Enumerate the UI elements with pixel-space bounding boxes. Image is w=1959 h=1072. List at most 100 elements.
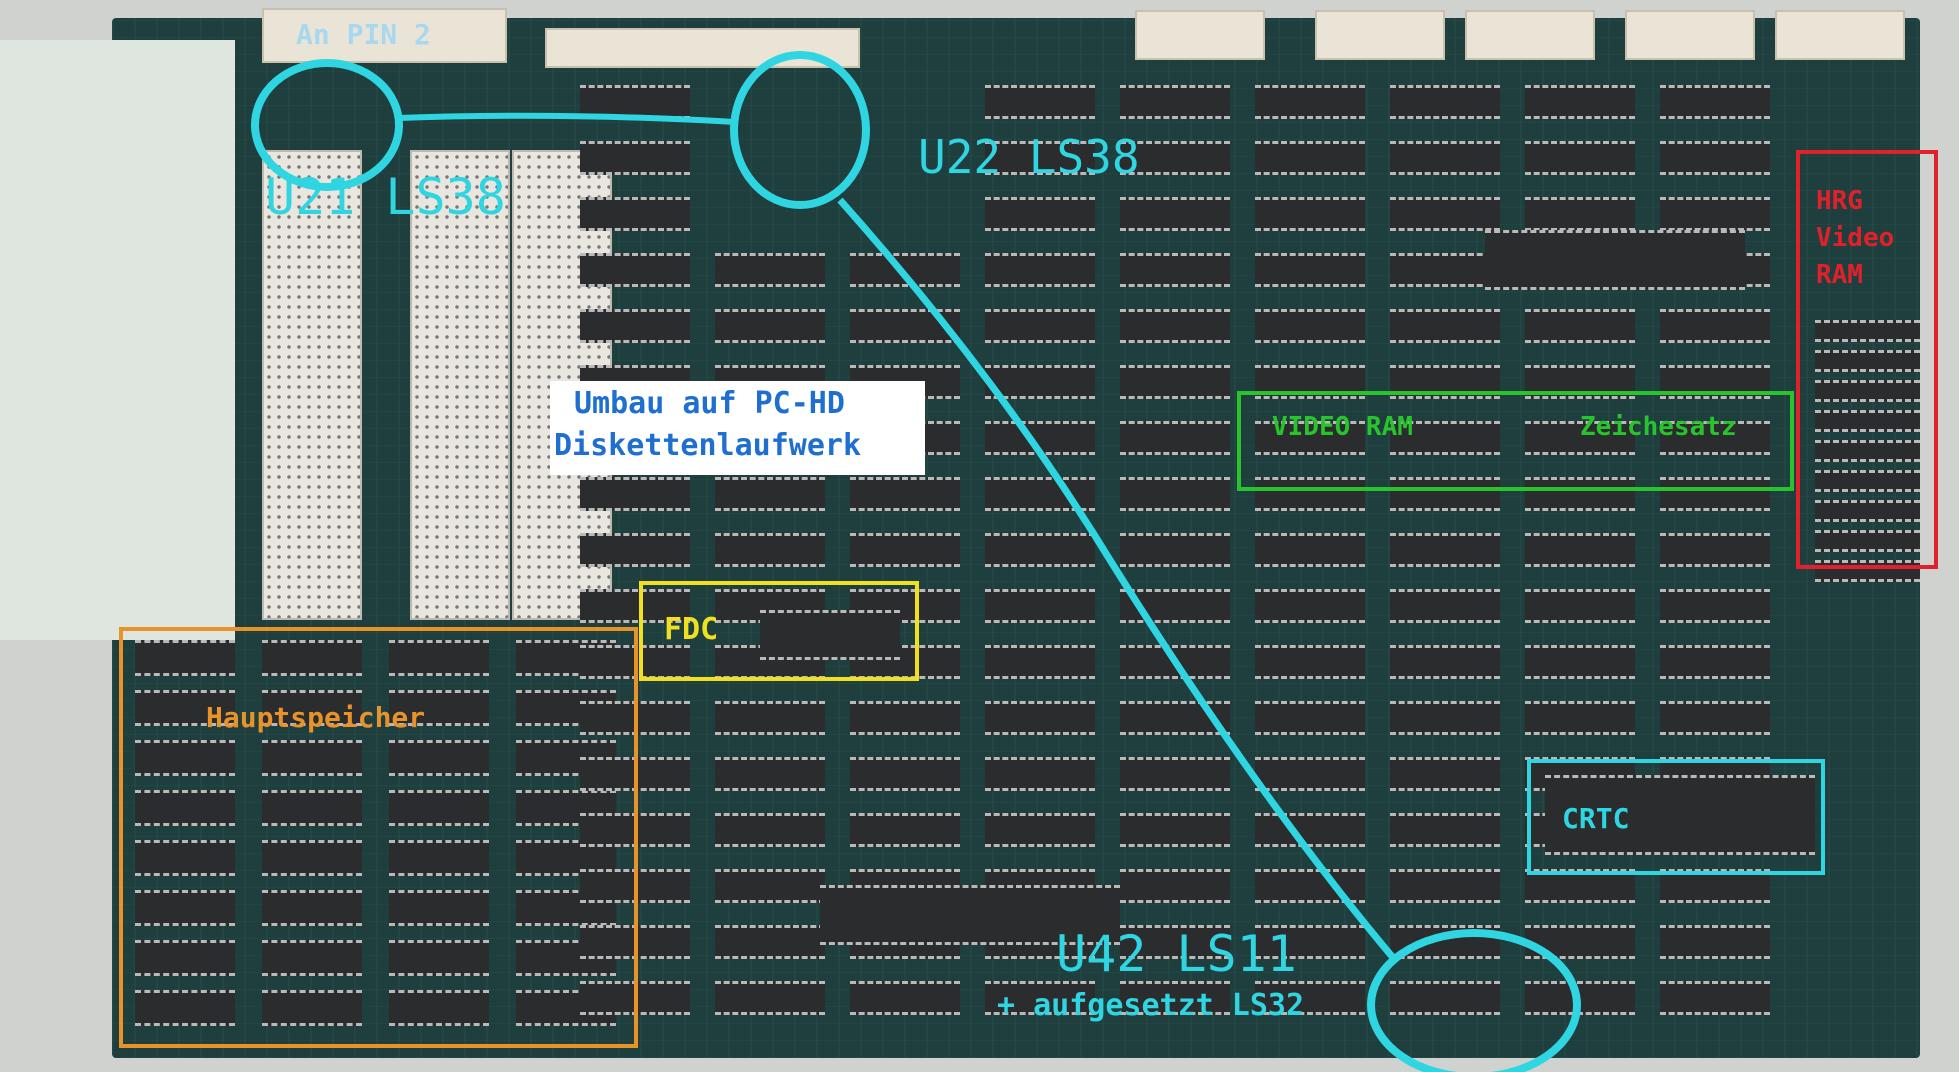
logic-chip bbox=[1390, 813, 1500, 847]
u22-label: U22 LS38 bbox=[918, 130, 1140, 184]
ribbon-connector bbox=[1465, 10, 1595, 60]
ram-chip bbox=[262, 940, 362, 976]
logic-chip bbox=[1255, 533, 1365, 567]
logic-chip bbox=[580, 309, 690, 343]
logic-chip bbox=[1660, 589, 1770, 623]
ram-chip bbox=[135, 640, 235, 676]
logic-chip bbox=[1255, 589, 1365, 623]
logic-chip bbox=[580, 589, 690, 623]
ram-chip bbox=[135, 990, 235, 1026]
logic-chip bbox=[985, 981, 1095, 1015]
ram-chip bbox=[389, 940, 489, 976]
logic-chip bbox=[850, 813, 960, 847]
hrg-label-line2: Video bbox=[1816, 223, 1895, 253]
logic-chip bbox=[1660, 421, 1770, 455]
ram-chip bbox=[262, 990, 362, 1026]
logic-chip bbox=[850, 253, 960, 287]
ram-chip bbox=[135, 790, 235, 826]
main-memory-box bbox=[119, 627, 638, 1048]
hrg-ram-chip bbox=[1815, 410, 1920, 432]
logic-chip bbox=[1120, 365, 1230, 399]
logic-chip bbox=[715, 701, 825, 735]
ram-chip bbox=[135, 740, 235, 776]
ram-chip bbox=[389, 690, 489, 726]
u22-circle bbox=[730, 51, 870, 209]
ram-chip bbox=[135, 690, 235, 726]
logic-chip bbox=[985, 757, 1095, 791]
logic-chip bbox=[1660, 85, 1770, 119]
hrg-ram-chip bbox=[1815, 380, 1920, 402]
u42-circle bbox=[1367, 929, 1581, 1072]
logic-chip bbox=[1660, 141, 1770, 175]
logic-chip bbox=[1120, 421, 1230, 455]
logic-chip bbox=[1525, 141, 1635, 175]
logic-chip bbox=[1120, 981, 1230, 1015]
u21-label: U21 LS38 bbox=[265, 168, 506, 226]
logic-chip bbox=[850, 981, 960, 1015]
logic-chip bbox=[985, 813, 1095, 847]
logic-chip bbox=[1255, 925, 1365, 959]
logic-chip bbox=[1660, 701, 1770, 735]
fdc-box bbox=[639, 581, 919, 681]
logic-chip bbox=[1255, 477, 1365, 511]
logic-chip bbox=[1525, 533, 1635, 567]
logic-chip bbox=[1120, 197, 1230, 231]
ribbon-connector bbox=[1315, 10, 1445, 60]
fdc-chip bbox=[760, 610, 900, 660]
conversion-note-panel bbox=[550, 381, 925, 475]
ram-chip bbox=[262, 740, 362, 776]
ram-chip bbox=[389, 890, 489, 926]
charset-label: Zeichesatz bbox=[1580, 412, 1737, 442]
logic-chip bbox=[580, 197, 690, 231]
logic-chip bbox=[580, 533, 690, 567]
ram-chip bbox=[389, 740, 489, 776]
logic-chip bbox=[580, 477, 690, 511]
u22-u42-wire bbox=[837, 197, 1398, 963]
cpu-chip bbox=[820, 885, 1120, 945]
logic-chip bbox=[1390, 757, 1500, 791]
logic-chip bbox=[1120, 85, 1230, 119]
logic-chip bbox=[1525, 309, 1635, 343]
logic-chip bbox=[580, 141, 690, 175]
crtc-box bbox=[1527, 759, 1825, 875]
ram-chip bbox=[262, 640, 362, 676]
main-memory-label: Hauptspeicher bbox=[206, 701, 426, 734]
ram-chip bbox=[135, 840, 235, 876]
logic-chip bbox=[1390, 477, 1500, 511]
logic-chip bbox=[1120, 869, 1230, 903]
ram-chip bbox=[262, 890, 362, 926]
logic-chip bbox=[715, 869, 825, 903]
logic-chip bbox=[1255, 421, 1365, 455]
ram-chip bbox=[389, 990, 489, 1026]
hrg-ram-chip bbox=[1815, 440, 1920, 462]
logic-chip bbox=[1525, 589, 1635, 623]
video-ram-box bbox=[1237, 391, 1794, 491]
logic-chip bbox=[1390, 533, 1500, 567]
power-supply-card bbox=[0, 40, 235, 640]
logic-chip bbox=[1255, 197, 1365, 231]
logic-chip bbox=[715, 813, 825, 847]
logic-chip bbox=[985, 309, 1095, 343]
logic-chip bbox=[850, 757, 960, 791]
logic-chip bbox=[1255, 981, 1365, 1015]
logic-chip bbox=[850, 477, 960, 511]
logic-chip bbox=[1390, 309, 1500, 343]
ram-chip bbox=[135, 940, 235, 976]
logic-chip bbox=[1255, 253, 1365, 287]
logic-chip bbox=[985, 365, 1095, 399]
logic-chip bbox=[1525, 197, 1635, 231]
expansion-slot bbox=[410, 150, 510, 620]
logic-chip bbox=[1525, 477, 1635, 511]
hrg-ram-chip bbox=[1815, 530, 1920, 552]
logic-chip bbox=[1390, 141, 1500, 175]
logic-chip bbox=[1120, 757, 1230, 791]
logic-chip bbox=[985, 645, 1095, 679]
logic-chip bbox=[715, 533, 825, 567]
logic-chip bbox=[1390, 197, 1500, 231]
logic-chip bbox=[715, 925, 825, 959]
logic-chip bbox=[1390, 701, 1500, 735]
logic-chip bbox=[1390, 645, 1500, 679]
hrg-ram-chip bbox=[1815, 500, 1920, 522]
hrg-video-ram-box bbox=[1796, 150, 1938, 569]
